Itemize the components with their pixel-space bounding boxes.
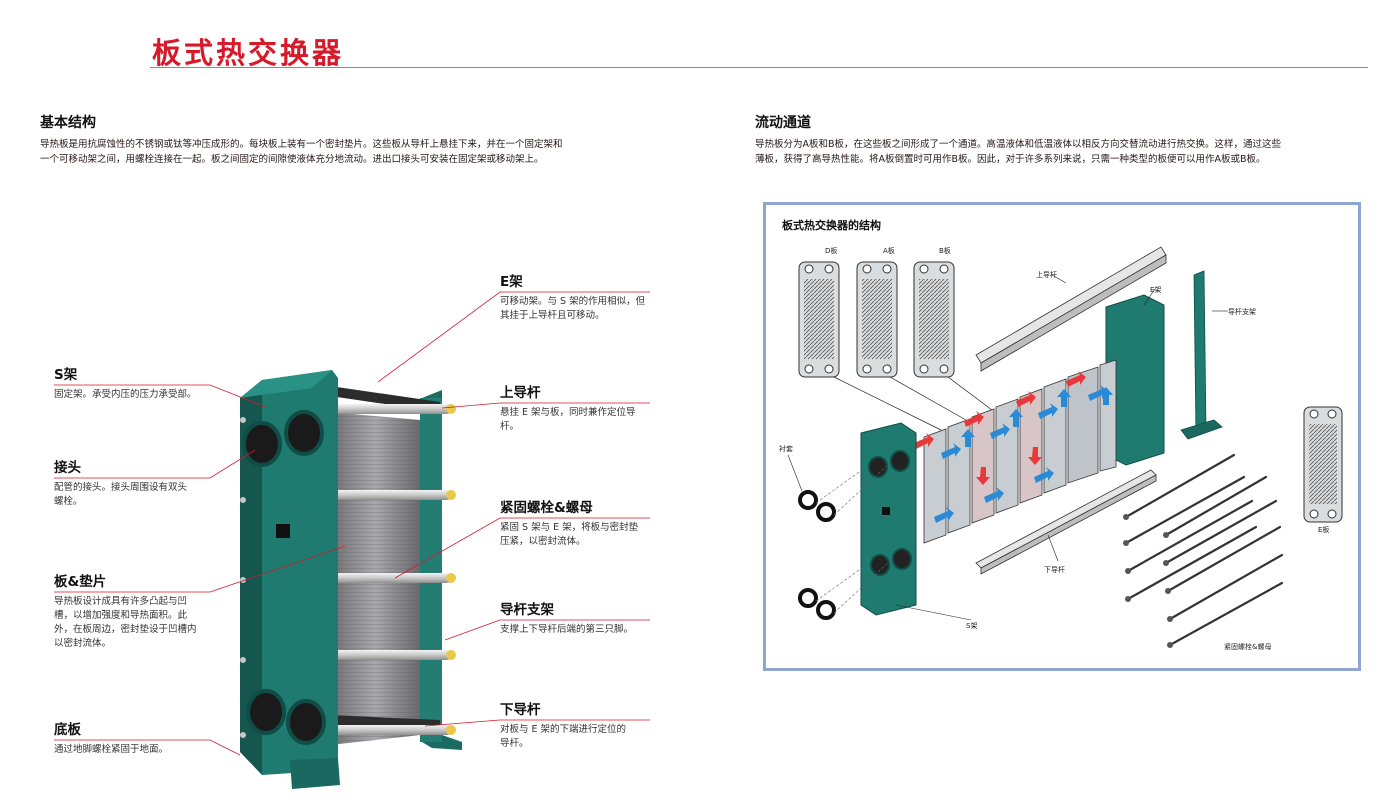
- callout-line: 可移动架。与 S 架的作用相似，但: [500, 296, 646, 307]
- label-liner: 衬套: [779, 445, 793, 453]
- callout-lower-bar-text: 对板与 E 架的下端进行定位的 导杆。: [500, 723, 660, 751]
- label-bolts-nuts: 紧固螺栓&螺母: [1224, 643, 1272, 651]
- callout-plate-gasket: 板&垫片 导热板设计成具有许多凸起与凹 槽，以增加强度和导热面积。此 外，在板周…: [54, 573, 214, 651]
- flow-arrows: [914, 371, 1113, 523]
- callout-line: 固定架。承受内压的压力承受部。: [54, 389, 197, 400]
- callout-bolts-nuts-text: 紧固 S 架与 E 架，将板与密封垫 压紧，以密封流体。: [500, 521, 660, 549]
- callout-line: 其挂于上导杆且可移动。: [500, 310, 605, 321]
- callout-line: 杆。: [500, 421, 520, 432]
- label-e-frame: E架: [1150, 286, 1162, 294]
- structure-diagram-drawing: [787, 246, 1343, 648]
- basic-text-line: 一个可移动架之间，用螺栓连接在一起。板之间固定的间隙使液体充分地流动。进出口接头…: [40, 154, 544, 165]
- callout-bolts-nuts: 紧固螺栓&螺母 紧固 S 架与 E 架，将板与密封垫 压紧，以密封流体。: [500, 499, 660, 549]
- flow-text-line: 薄板，获得了高导热性能。将A板倒置时可用作B板。因此，对于许多系列来说，只需一种…: [755, 154, 1266, 165]
- label-lower-bar: 下导杆: [1044, 566, 1065, 574]
- callout-upper-bar: 上导杆 悬挂 E 架与板，同时兼作定位导 杆。: [500, 384, 660, 434]
- callout-e-frame-text: 可移动架。与 S 架的作用相似，但 其挂于上导杆且可移动。: [500, 295, 660, 323]
- callout-line: 导杆。: [500, 738, 529, 749]
- callout-line: 螺栓。: [54, 496, 83, 507]
- callout-support-text: 支撑上下导杆后端的第三只脚。: [500, 623, 660, 637]
- callout-line: 外，在板周边，密封垫设于凹槽内: [54, 624, 197, 635]
- callout-connector-title: 接头: [54, 460, 81, 476]
- callout-upper-bar-text: 悬挂 E 架与板，同时兼作定位导 杆。: [500, 406, 660, 434]
- structure-diagram-box: 板式热交换器的结构: [763, 202, 1361, 671]
- callout-support: 导杆支架 支撑上下导杆后端的第三只脚。: [500, 601, 660, 637]
- label-support: 导杆支架: [1228, 308, 1256, 316]
- callout-line: 压紧，以密封流体。: [500, 536, 586, 547]
- flow-text-line: 导热板分为A板和B板，在这些板之间形成了一个通道。高温液体和低温液体以相反方向交…: [755, 139, 1282, 150]
- label-d-plate: D板: [825, 247, 838, 255]
- callout-s-frame: S架 固定架。承受内压的压力承受部。: [54, 366, 210, 402]
- callout-line: 以密封流体。: [54, 638, 112, 649]
- label-upper-bar: 上导杆: [1036, 271, 1057, 279]
- callout-s-frame-text: 固定架。承受内压的压力承受部。: [54, 388, 210, 402]
- page-title: 板式热交换器: [152, 36, 345, 70]
- callout-bolts-nuts-title: 紧固螺栓&螺母: [500, 500, 593, 516]
- callout-lower-bar-title: 下导杆: [500, 702, 541, 718]
- callout-base-plate-text: 通过地脚螺栓紧固于地面。: [54, 743, 210, 757]
- callout-plate-gasket-text: 导热板设计成具有许多凸起与凹 槽，以增加强度和导热面积。此 外，在板周边，密封垫…: [54, 595, 214, 651]
- label-s-frame: S架: [966, 622, 978, 630]
- callout-line: 配管的接头。接头周围设有双头: [54, 482, 188, 493]
- label-a-plate: A板: [883, 247, 895, 255]
- callout-e-frame-title: E架: [500, 274, 523, 290]
- flow-channel-text: 导热板分为A板和B板，在这些板之间形成了一个通道。高温液体和低温液体以相反方向交…: [755, 137, 1375, 167]
- callout-line: 悬挂 E 架与板，同时兼作定位导: [500, 407, 636, 418]
- callout-e-frame: E架 可移动架。与 S 架的作用相似，但 其挂于上导杆且可移动。: [500, 273, 660, 323]
- basic-structure-text: 导热板是用抗腐蚀性的不锈钢或钛等冲压成形的。每块板上装有一个密封垫片。这些板从导…: [40, 137, 680, 167]
- callout-upper-bar-title: 上导杆: [500, 385, 541, 401]
- label-b-plate: B板: [939, 247, 951, 255]
- callout-line: 紧固 S 架与 E 架，将板与密封垫: [500, 522, 639, 533]
- title-rule: [150, 67, 1368, 68]
- callout-line: 通过地脚螺栓紧固于地面。: [54, 744, 169, 755]
- callout-support-title: 导杆支架: [500, 602, 554, 618]
- label-e-plate: E板: [1318, 526, 1330, 534]
- structure-diagram-title: 板式热交换器的结构: [782, 219, 881, 232]
- callout-connector: 接头 配管的接头。接头周围设有双头 螺栓。: [54, 459, 210, 509]
- callout-lower-bar: 下导杆 对板与 E 架的下端进行定位的 导杆。: [500, 701, 660, 751]
- callout-base-plate-title: 底板: [54, 722, 81, 738]
- callout-s-frame-title: S架: [54, 367, 78, 383]
- callout-plate-gasket-title: 板&垫片: [54, 574, 107, 590]
- loose-plates: [798, 261, 955, 378]
- callout-line: 对板与 E 架的下端进行定位的: [500, 724, 627, 735]
- basic-text-line: 导热板是用抗腐蚀性的不锈钢或钛等冲压成形的。每块板上装有一个密封垫片。这些板从导…: [40, 139, 563, 150]
- callout-line: 支撑上下导杆后端的第三只脚。: [500, 624, 634, 635]
- callout-base-plate: 底板 通过地脚螺栓紧固于地面。: [54, 721, 210, 757]
- callout-connector-text: 配管的接头。接头周围设有双头 螺栓。: [54, 481, 210, 509]
- callout-line: 槽，以增加强度和导热面积。此: [54, 610, 188, 621]
- basic-structure-heading: 基本结构: [40, 115, 96, 131]
- callout-line: 导热板设计成具有许多凸起与凹: [54, 596, 188, 607]
- flow-channel-heading: 流动通道: [755, 115, 811, 131]
